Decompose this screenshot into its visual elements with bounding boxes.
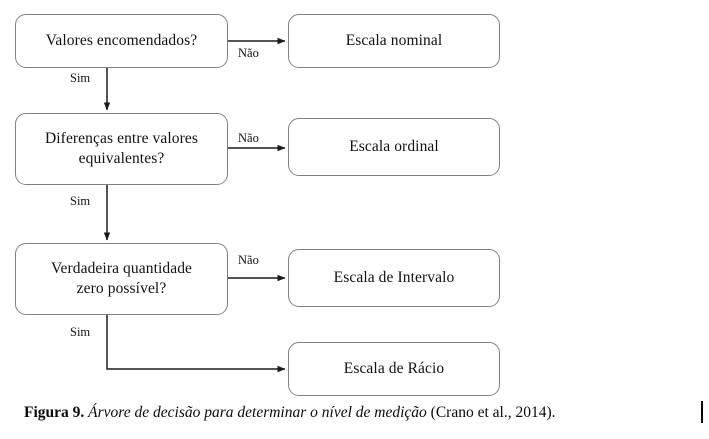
outcome-node-label: Escala de Rácio xyxy=(343,360,445,378)
edge-label-no-1: Não xyxy=(238,46,259,60)
decision-node-valores-encomendados[interactable]: Valores encomendados? xyxy=(15,14,228,68)
outcome-node-escala-nominal[interactable]: Escala nominal xyxy=(288,14,500,68)
edge-label-yes-2: Sim xyxy=(70,194,91,208)
edge-label-yes-3: Sim xyxy=(70,325,91,339)
outcome-node-escala-ordinal[interactable]: Escala ordinal xyxy=(288,118,500,176)
text-cursor xyxy=(701,401,703,423)
decision-node-quantidade-zero-possivel[interactable]: Verdadeira quantidade zero possível? xyxy=(15,243,228,315)
decision-node-label: Valores encomendados? xyxy=(45,32,198,50)
outcome-node-escala-de-intervalo[interactable]: Escala de Intervalo xyxy=(288,249,500,307)
decision-node-label: Verdadeira quantidade zero possível? xyxy=(50,260,193,297)
edge-label-no-2: Não xyxy=(238,131,259,145)
decision-node-diferencas-valores-equivalentes[interactable]: Diferenças entre valores equivalentes? xyxy=(15,113,228,185)
figure-caption: Figura 9. Árvore de decisão para determi… xyxy=(24,404,696,422)
outcome-node-label: Escala ordinal xyxy=(349,138,439,156)
figure-caption-title: Árvore de decisão para determinar o níve… xyxy=(84,404,427,421)
edge-d3-yes xyxy=(106,315,286,373)
outcome-node-label: Escala de Intervalo xyxy=(333,269,455,287)
edge-label-no-3: Não xyxy=(238,253,259,267)
decision-node-label: Diferenças entre valores equivalentes? xyxy=(44,130,198,167)
figure-caption-citation: (Crano et al., 2014). xyxy=(426,404,556,421)
figure-caption-number: Figura 9. xyxy=(24,404,85,421)
outcome-node-escala-de-racio[interactable]: Escala de Rácio xyxy=(288,342,500,396)
edge-label-yes-1: Sim xyxy=(70,71,91,85)
outcome-node-label: Escala nominal xyxy=(345,32,443,50)
